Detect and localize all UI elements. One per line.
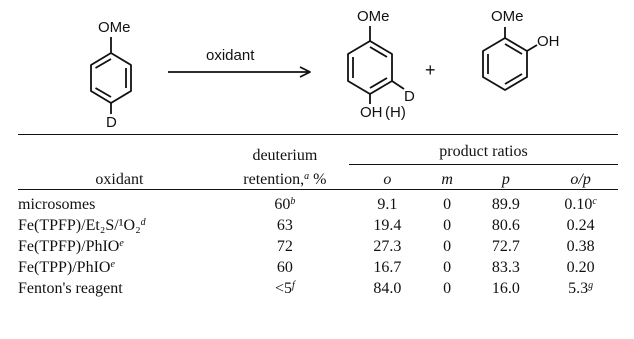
- table-row: Fe(TPFP)/PhIOe 72 27.3 0 72.7 0.38: [18, 237, 595, 255]
- reaction-arrow: [168, 66, 311, 78]
- table-row: microsomes 60b 9.1 0 89.9 0.10c: [18, 195, 597, 213]
- header-col-p: p: [501, 171, 510, 188]
- table-row: Fe(TPFP)/Et₂S/¹O₂d 63 19.4 0 80.6 0.24: [18, 216, 595, 234]
- reactant-ome-label: OMe: [98, 19, 131, 36]
- product-para-ome-label: OMe: [357, 8, 390, 25]
- product-para-d-label: D: [404, 88, 415, 105]
- product-ortho-ome-label: OMe: [491, 8, 524, 25]
- reaction-scheme: OMe D oxidant OMe OH D (H) + OMe OH: [90, 8, 560, 128]
- header-deuterium-line1: deuterium: [252, 146, 318, 164]
- reactant-d-label: D: [106, 114, 117, 128]
- product-ortho-oh-label: OH: [537, 33, 560, 50]
- header-col-o: o: [383, 171, 392, 188]
- header-oxidant: oxidant: [95, 171, 144, 188]
- product-para-ring: [347, 26, 405, 104]
- header-row-2: oxidant retention,a % o m p o/p: [18, 165, 618, 190]
- arrow-label: oxidant: [206, 47, 255, 64]
- product-ratio-table: deuterium product ratios oxidant retenti…: [18, 134, 618, 299]
- plus-sign: +: [425, 60, 436, 80]
- header-col-m: m: [441, 171, 453, 188]
- table-row: Fe(TPP)/PhIOe 60 16.7 0 83.3 0.20: [18, 258, 595, 276]
- header-col-op: o/p: [570, 171, 591, 188]
- header-row-1: deuterium product ratios: [18, 135, 618, 165]
- header-deuterium-line2: retention,a %: [243, 171, 327, 188]
- product-ortho-ring: [482, 27, 538, 91]
- reactant-ring: [90, 37, 132, 114]
- product-para-h-label: (H): [385, 104, 406, 121]
- table-row: Fenton's reagent <5f 84.0 0 16.0 5.3g: [18, 279, 594, 297]
- product-para-oh-label: OH: [360, 104, 383, 121]
- header-product-ratios: product ratios: [348, 135, 618, 165]
